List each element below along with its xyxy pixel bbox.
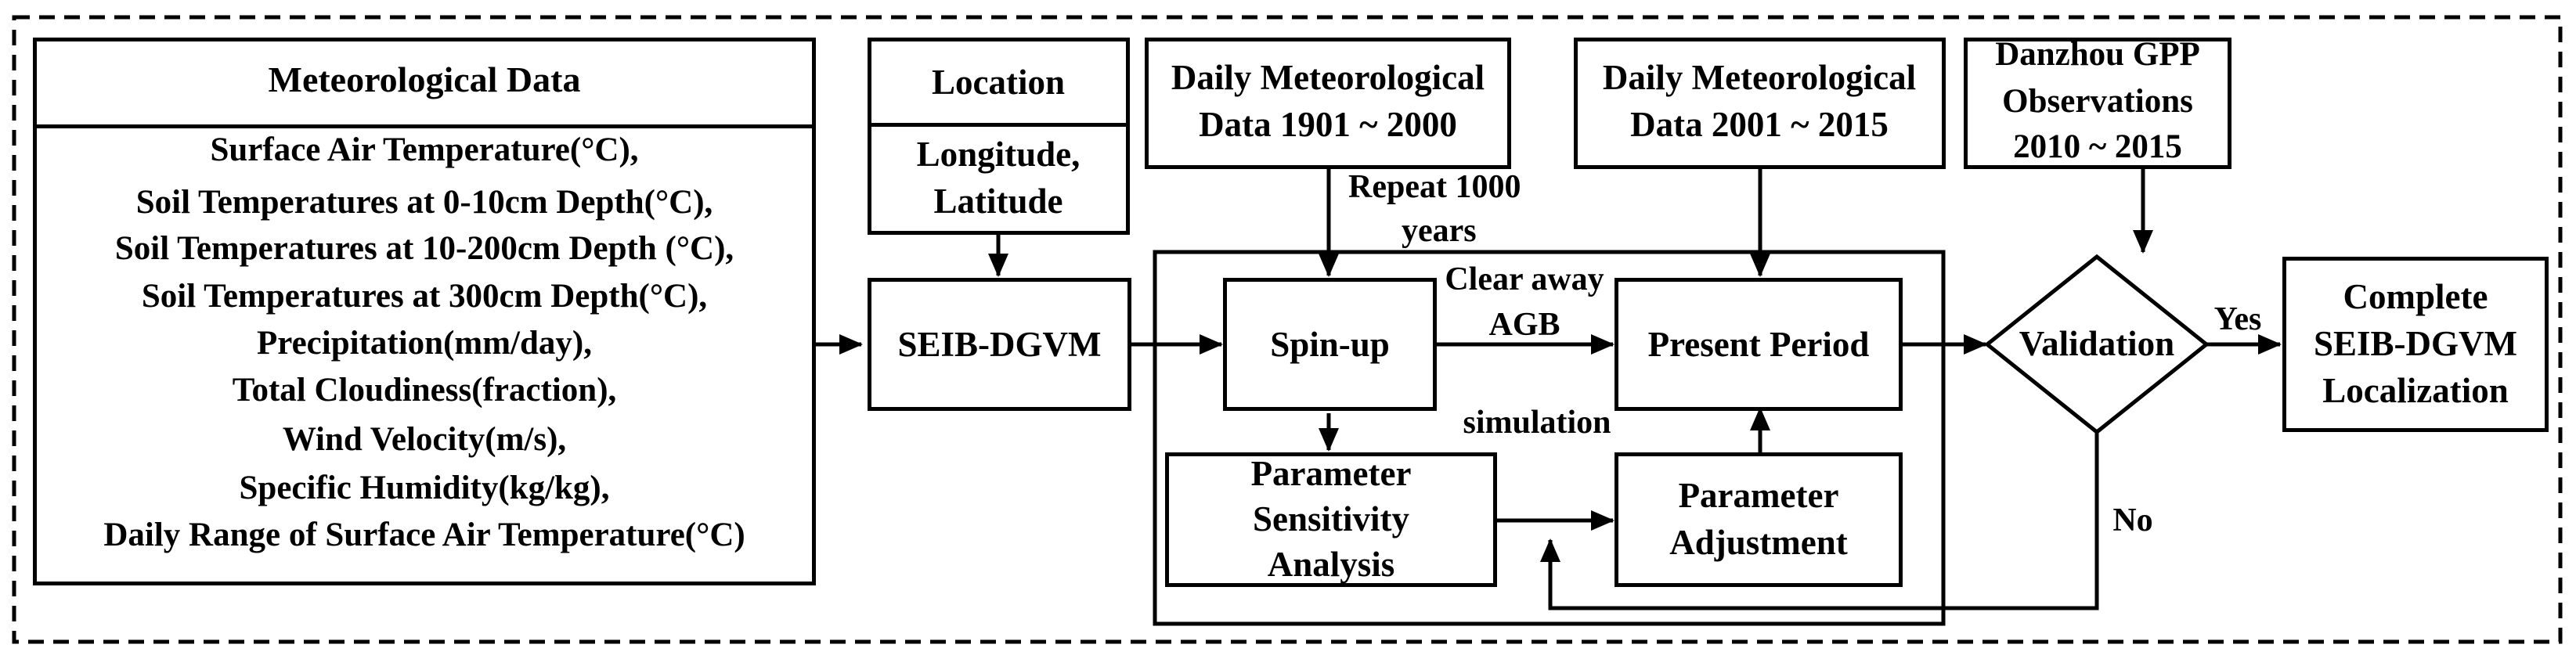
validation-label: Validation [2019,324,2175,363]
clear-away-line-1: Clear away [1445,261,1604,297]
daily1-line-1: Daily Meteorological [1171,58,1485,97]
daily-meteorological-1901-2000-box [1145,38,1511,169]
sensitivity-line-3: Analysis [1267,545,1395,584]
meteorological-item-3: Soil Temperatures at 10-200cm Depth (°C)… [114,230,734,267]
spin-up-label: Spin-up [1270,324,1390,364]
location-title-divider [871,123,1126,127]
seib-dgvm-label: SEIB-DGVM [897,324,1102,364]
present-period-label: Present Period [1647,324,1870,364]
location-line-1: Longitude, [916,135,1081,174]
sensitivity-line-2: Sensitivity [1252,499,1410,538]
complete-localization-box [2282,257,2549,432]
meteorological-item-5: Precipitation(mm/day), [257,325,592,362]
danzhou-line-3: 2010 ~ 2015 [2013,128,2182,165]
parameter-sensitivity-box [1165,452,1497,587]
clear-away-line-2: AGB [1488,307,1560,343]
meteorological-item-6: Total Cloudiness(fraction), [232,372,617,409]
meteorological-item-4: Soil Temperatures at 300cm Depth(°C), [141,278,708,315]
meteorological-data-box [33,38,816,585]
arrow-validation-no-loop [1540,430,2099,610]
danzhou-line-2: Observations [2002,83,2193,120]
seib-dgvm-box: SEIB-DGVM [868,278,1131,411]
adjustment-line-1: Parameter [1678,476,1839,515]
complete-line-2: SEIB-DGVM [2313,324,2518,363]
meteorological-title: Meteorological Data [268,59,581,99]
danzhou-gpp-box [1964,38,2231,169]
complete-line-3: Localization [2322,371,2509,410]
daily2-line-2: Data 2001 ~ 2015 [1630,105,1889,144]
simulation-label: simulation [1463,405,1611,441]
meteorological-item-1: Surface Air Temperature(°C), [210,131,639,168]
no-label: No [2112,502,2153,538]
validation-diamond [1983,254,2210,435]
daily1-line-2: Data 1901 ~ 2000 [1199,105,1457,144]
simulation-group-frame [1153,250,1946,626]
danzhou-line-1: Danzhou GPP [1995,36,2200,73]
meteorological-title-divider [37,124,812,128]
meteorological-item-7: Wind Velocity(m/s), [282,421,567,458]
sensitivity-line-1: Parameter [1250,454,1412,493]
outer-dashed-frame [12,15,2563,644]
spin-up-box: Spin-up [1223,278,1437,411]
adjustment-line-2: Adjustment [1669,523,1848,562]
parameter-adjustment-box [1615,452,1903,587]
meteorological-item-8: Specific Humidity(kg/kg), [239,470,610,506]
location-title: Location [931,63,1066,102]
meteorological-item-9: Daily Range of Surface Air Temperature(°… [103,517,745,553]
daily2-line-1: Daily Meteorological [1602,58,1917,97]
location-box [868,38,1130,235]
meteorological-item-2: Soil Temperatures at 0-10cm Depth(°C), [135,184,713,221]
complete-line-1: Complete [2343,277,2488,316]
location-line-2: Latitude [933,182,1063,221]
repeat-label-line-2: years [1402,213,1477,249]
yes-label: Yes [2213,301,2262,337]
repeat-label-line-1: Repeat 1000 [1348,169,1521,205]
present-period-box: Present Period [1615,278,1903,411]
daily-meteorological-2001-2015-box [1574,38,1946,169]
